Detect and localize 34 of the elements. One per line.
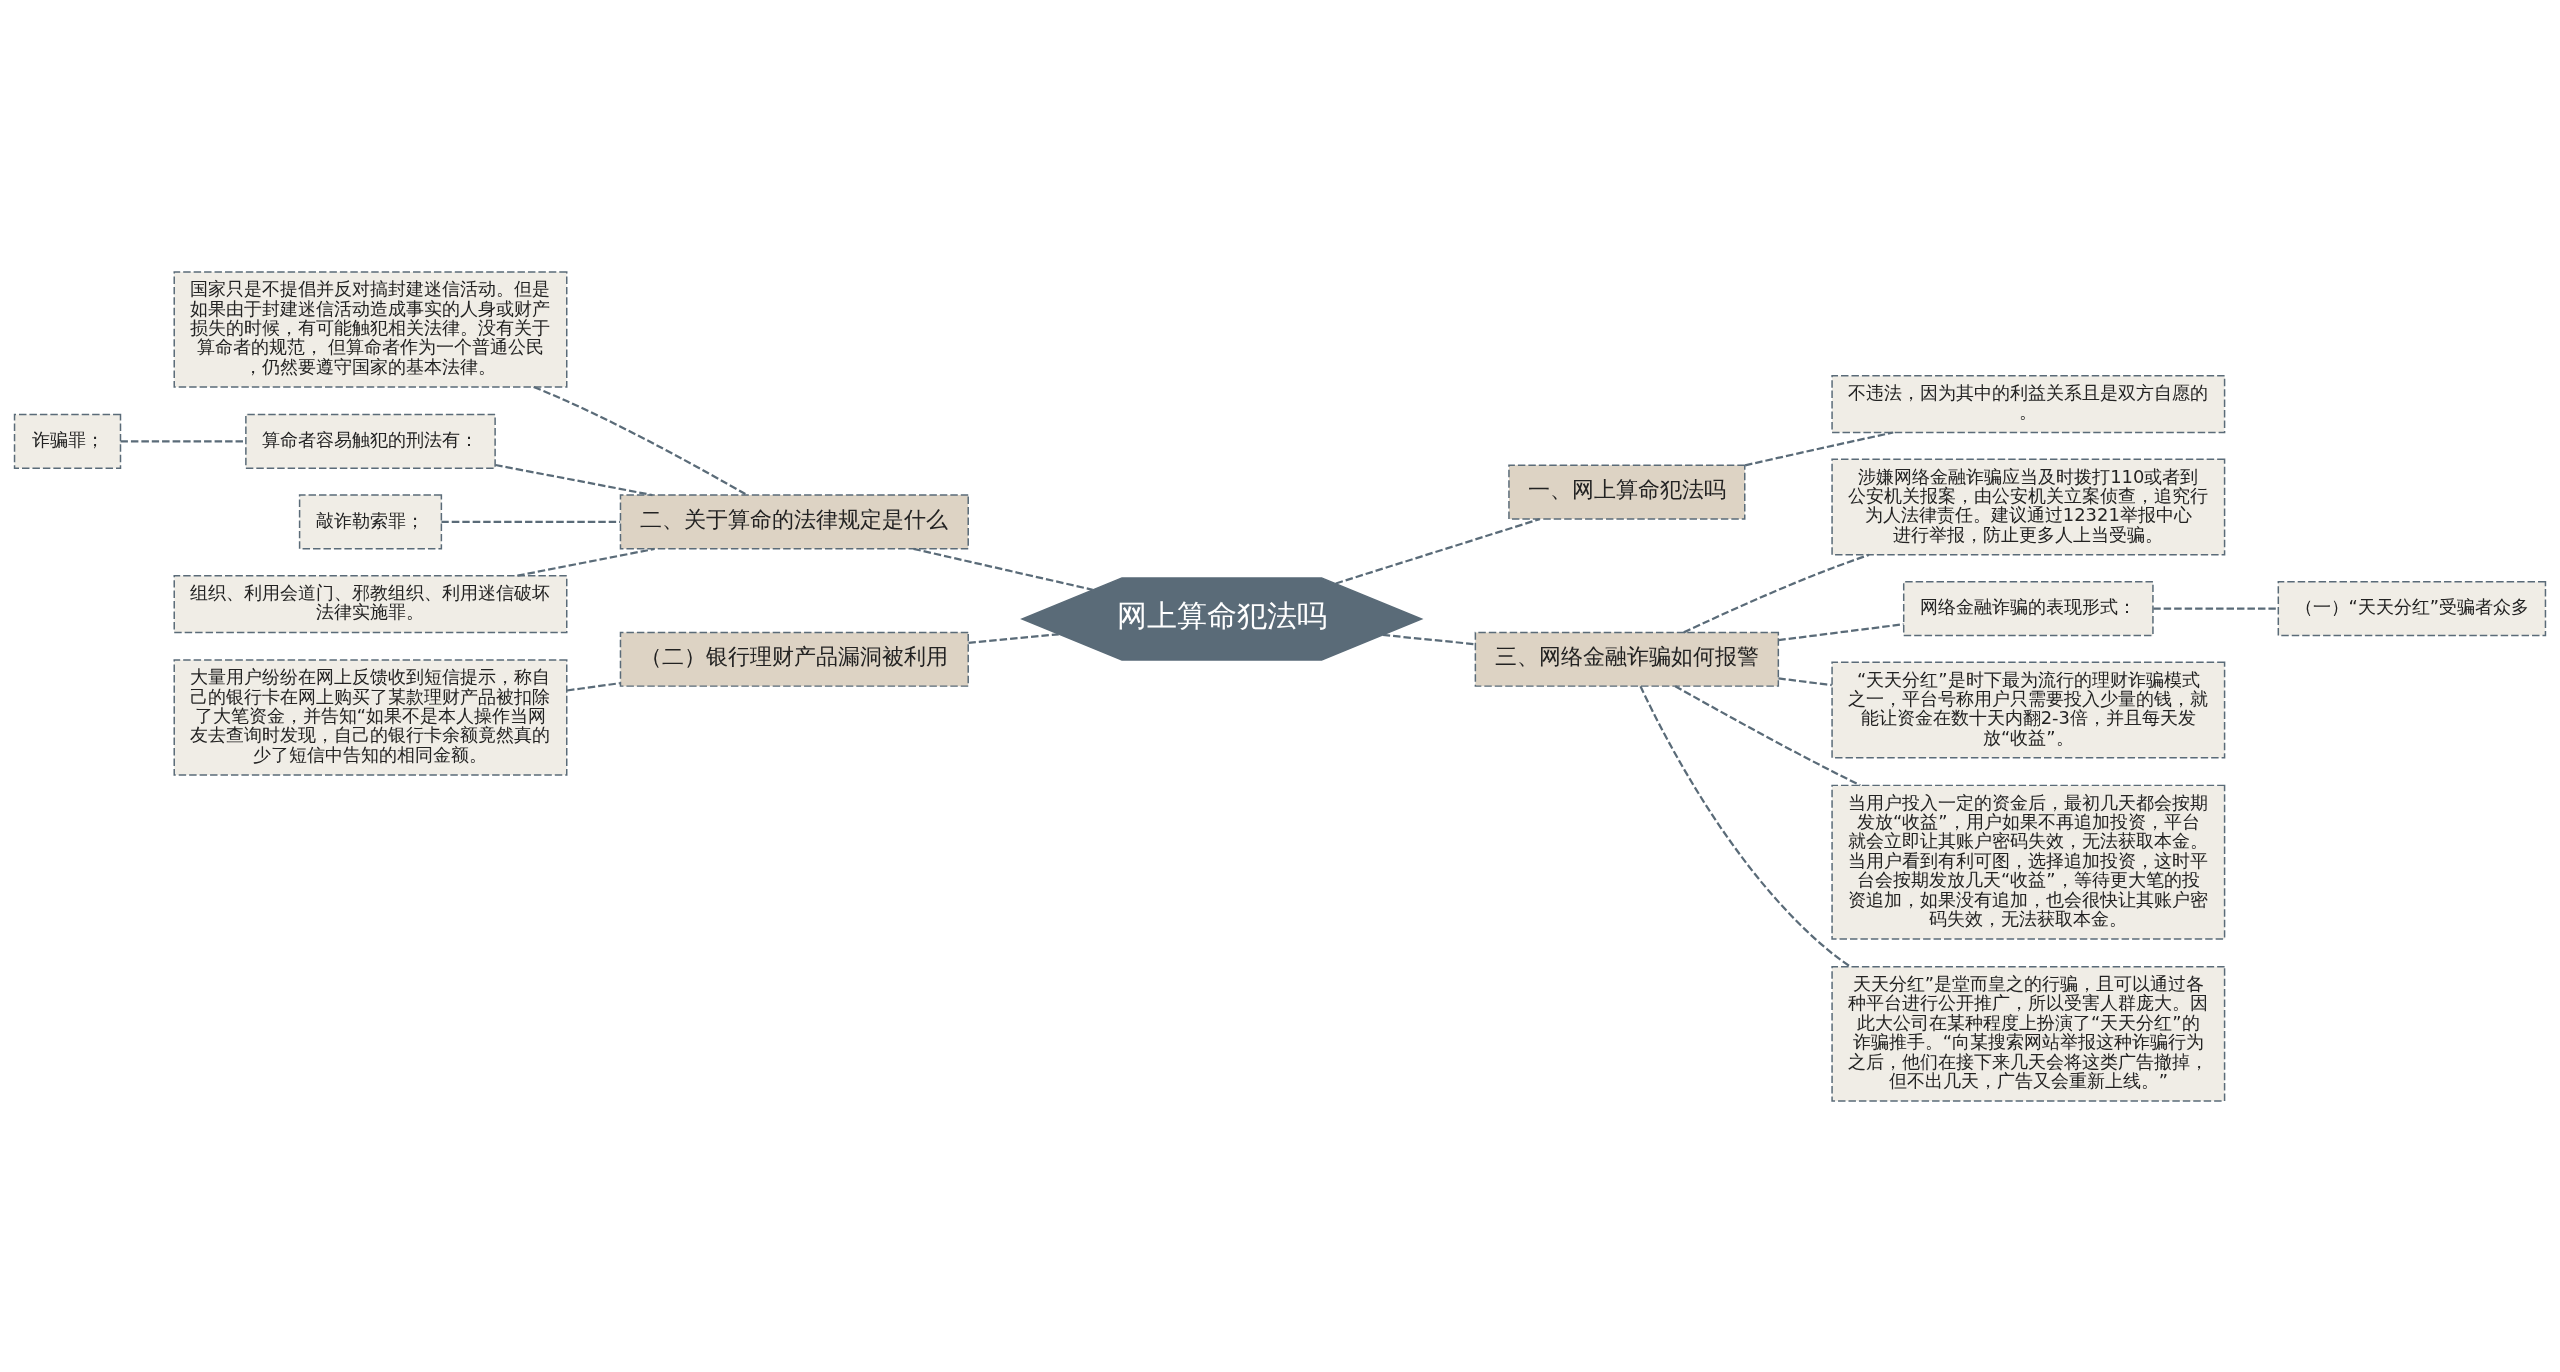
connector xyxy=(1335,517,1540,585)
node-box: （一）“天天分红”受骗者众多 xyxy=(2277,580,2547,636)
node-box: 三、网络金融诈骗如何报警 xyxy=(1474,631,1780,687)
connector xyxy=(968,632,1059,644)
connector xyxy=(1778,676,1832,686)
connector xyxy=(1382,633,1476,645)
node-box: 涉嫌网络金融诈骗应当及时拨打110或者到公安机关报案，由公安机关立案侦查，追究行为人法律责任。建议通过12321举报中心进行举报，防止更多人上当受骗。 xyxy=(1831,458,2226,556)
node-box: 当用户投入一定的资金后，最初几天都会按期发放“收益”，用户如果不再追加投资，平台就会立即让其账户密码失效，无法获取本金。当用户看到有利可图，选择追加投资，这时平台会按期发放几天“收益”，等待更大笔的投资追加，如果没有追加，也会很快让其账户密码失效，无法获取本金。 xyxy=(1831,784,2226,940)
connector xyxy=(120,439,246,442)
node-box: 组织、利用会道门、邪教组织、利用迷信破坏法律实施罪。 xyxy=(173,574,568,633)
node-box: 二、关于算命的法律规定是什么 xyxy=(619,493,969,550)
connector xyxy=(913,547,1093,591)
connector xyxy=(1683,553,1870,633)
connector xyxy=(441,520,621,523)
node-box: 天天分红”是堂而皇之的行骗，且可以通过各种平台进行公开推广，所以受害人群庞大。因此大公司在某种程度上扮演了“天天分红”的诈骗推手。“向某搜索网站举报这种诈骗行为之后，他们在接下来几天会将这类广告撤掉，但不出几天，广告又会重新上线。” xyxy=(1831,965,2226,1102)
node-box: 敲诈勒索罪； xyxy=(298,493,443,550)
node-box: 不违法，因为其中的利益关系且是双方自愿的。 xyxy=(1831,374,2226,433)
connector xyxy=(495,463,653,496)
connector xyxy=(533,385,748,496)
connector xyxy=(566,681,620,692)
node-box: 大量用户纷纷在网上反馈收到短信提示，称自己的银行卡在网上购买了某款理财产品被扣除了大笔资金，并告知“如果不是本人操作当网友去查询时发现，自己的银行卡余额竟然真的少了短信中告知的相同金额。 xyxy=(173,658,568,776)
node-box: 算命者容易触犯的刑法有： xyxy=(245,413,496,469)
connector xyxy=(517,547,655,577)
connector xyxy=(1639,685,1852,968)
connector xyxy=(1744,430,1894,466)
node-box: 一、网上算命犯法吗 xyxy=(1508,464,1746,520)
connector xyxy=(1778,622,1904,641)
node-box: 国家只是不提倡并反对搞封建迷信活动。但是如果由于封建迷信活动造成事实的人身或财产损失的时候，有可能触犯相关法律。没有关于算命者的规范， 但算命者作为一个普通公民，仍然要遵守国家的基本法律。 xyxy=(173,270,568,388)
node-box: 诈骗罪； xyxy=(13,413,122,469)
connector xyxy=(2153,606,2279,610)
node-box: “天天分红”是时下最为流行的理财诈骗模式之一，平台号称用户只需要投入少量的钱，就能让资金在数十天内翻2-3倍，并且每天发放“收益”。 xyxy=(1831,661,2226,758)
node-box: 网络金融诈骗的表现形式： xyxy=(1902,580,2154,636)
node-box: （二）银行理财产品漏洞被利用 xyxy=(619,631,969,687)
connector xyxy=(1674,684,1861,786)
